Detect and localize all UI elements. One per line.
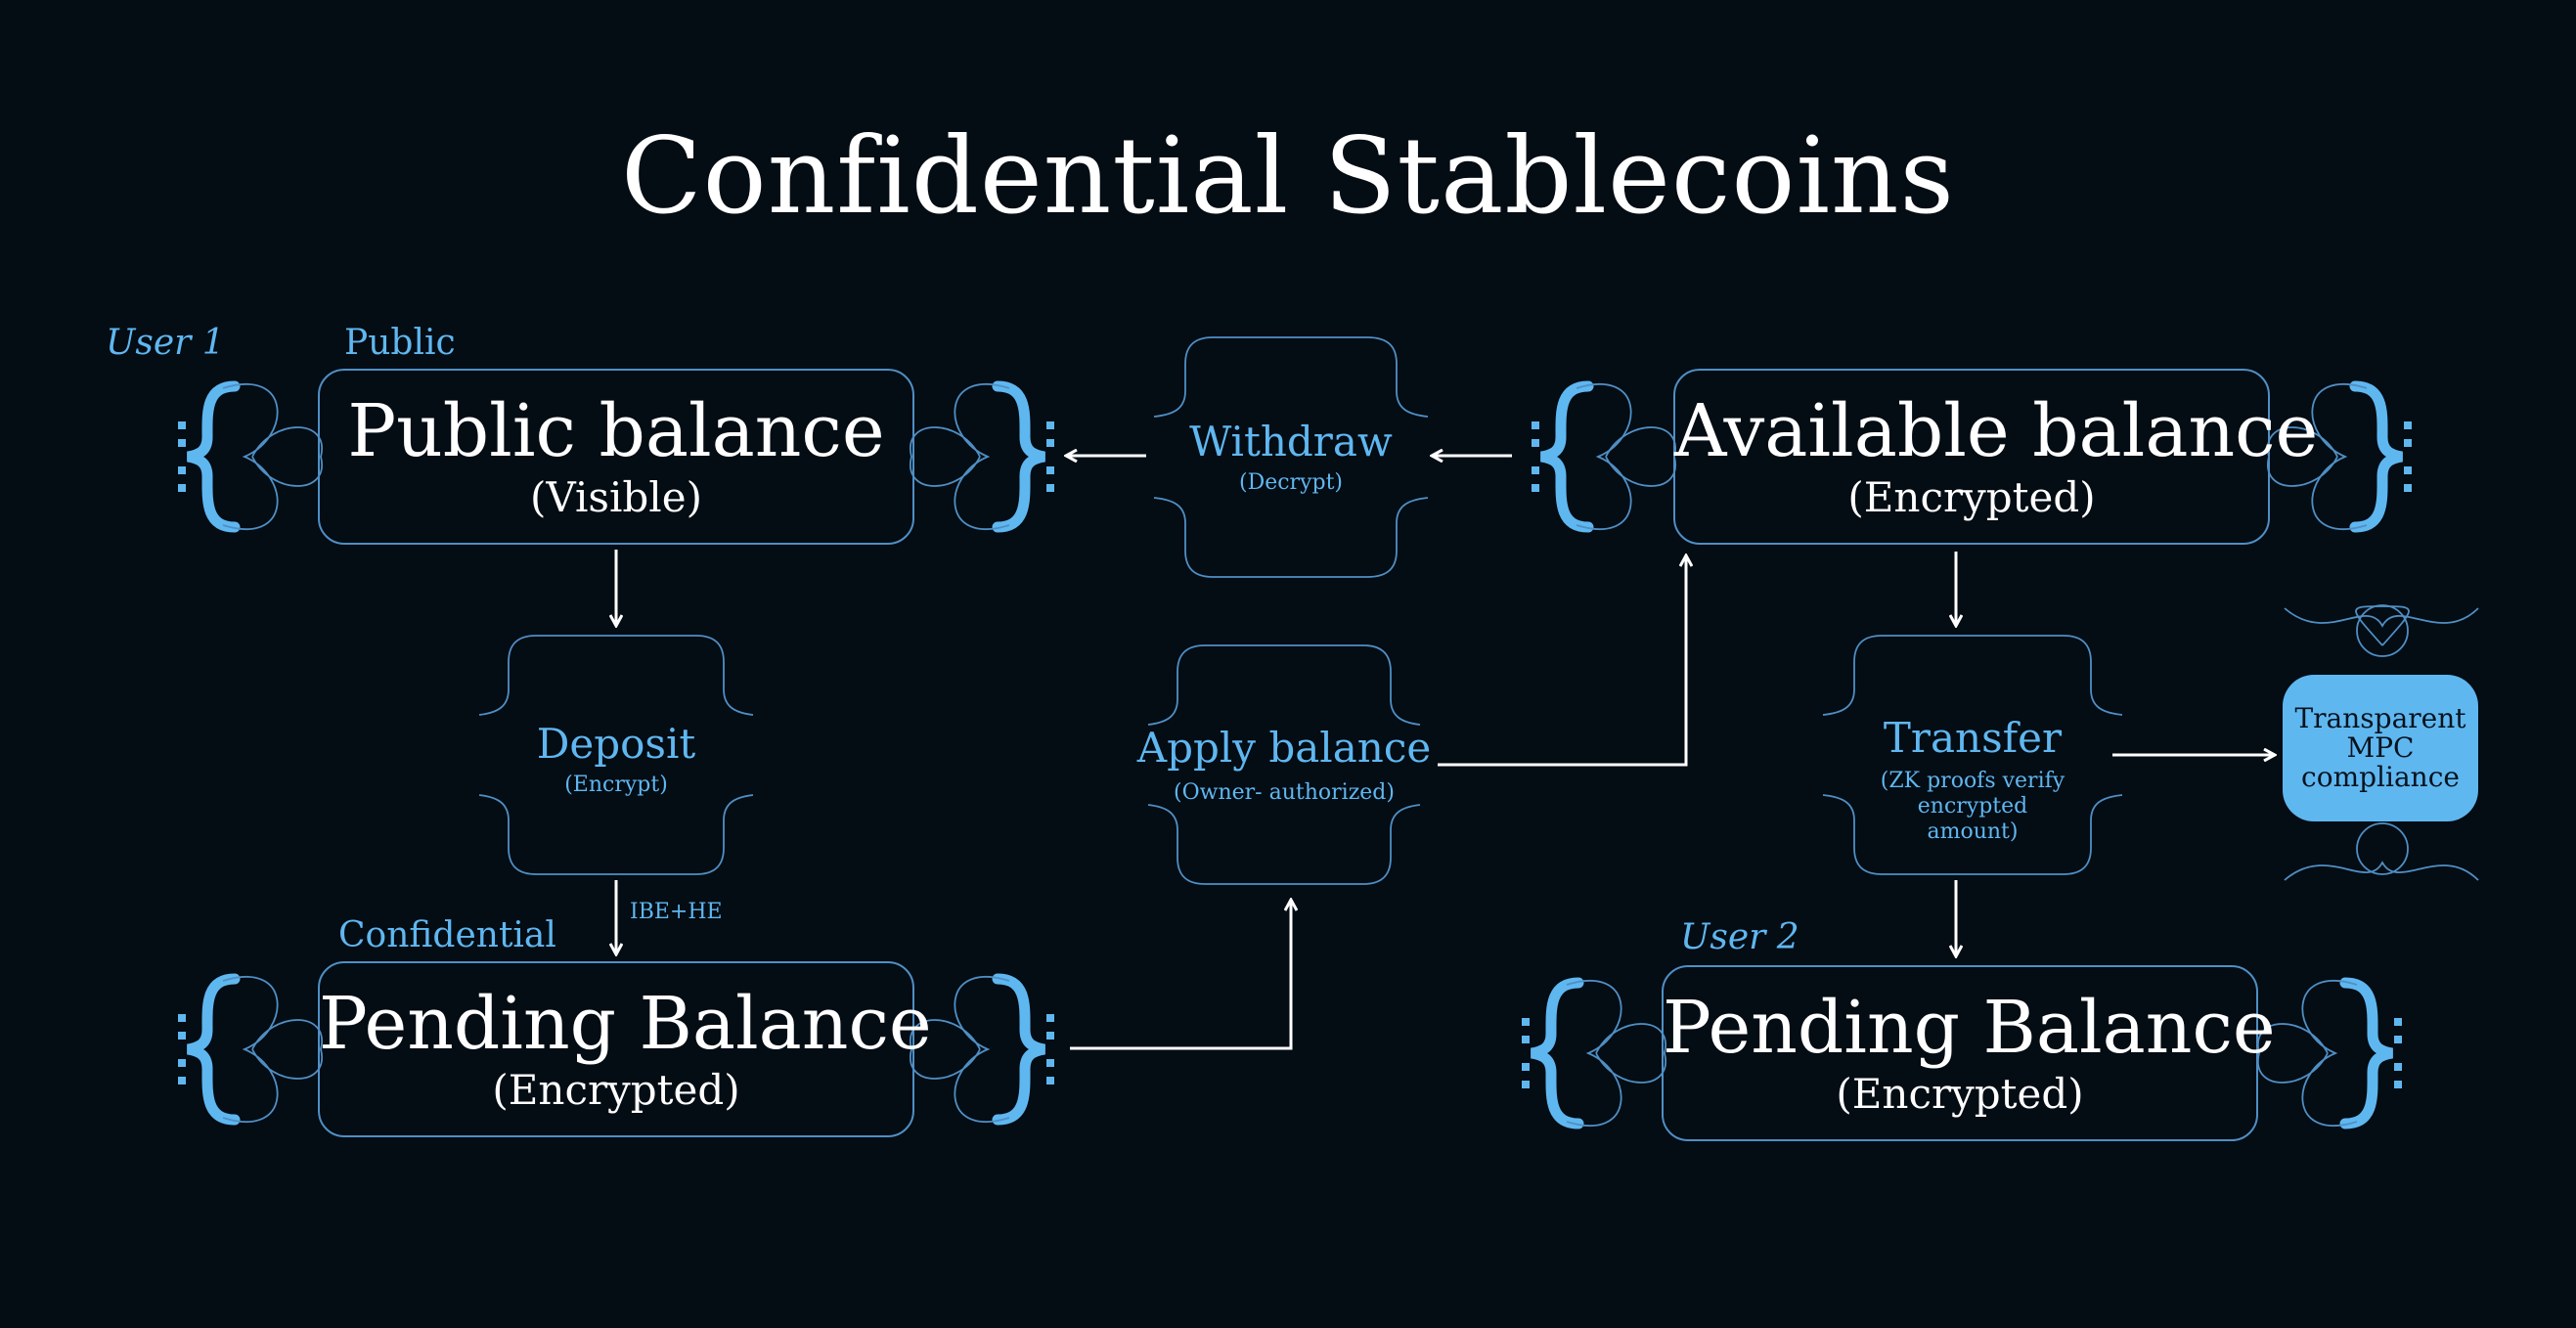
transfer-frame [1822,635,2123,875]
brace-ornament-left-pending2 [1522,981,1666,1126]
pending-balance-user2-box [1662,965,2258,1141]
brace-ornament-left-public [178,384,322,529]
brace-ornament-left-available [1532,384,1675,529]
transfer-node: Transfer (ZK proofs verify encrypted amo… [1823,636,2122,874]
pending-balance-user1-node: Pending Balance (Encrypted) [319,962,932,1136]
transfer-title: Transfer [1883,714,2063,762]
deposit-frame [478,635,754,875]
withdraw-subtitle: (Decrypt) [1238,470,1343,495]
brace-ornament-right-pending1 [910,977,1054,1122]
compliance-node: Transparent MPC compliance [2283,675,2478,821]
withdraw-title: Withdraw [1189,418,1393,465]
apply-balance-node: Apply balance (Owner- authorized) [1125,645,1443,884]
brace-ornament-left-pending1 [178,977,322,1122]
user2-label: User 2 [1680,917,1799,957]
arrow-apply-to-available [1438,555,1686,767]
brace-ornament-right-public [910,384,1054,529]
apply-balance-frame [1147,644,1421,885]
pending-balance-user2-node: Pending Balance (Encrypted) [1663,966,2276,1140]
withdraw-node: Withdraw (Decrypt) [1154,337,1428,577]
diagram-title: Confidential Stablecoins [621,115,1955,238]
public-balance-node: Public balance (Visible) [319,370,913,544]
public-label: Public [344,323,456,363]
apply-balance-title: Apply balance [1136,724,1432,772]
public-balance-box [318,369,914,545]
available-balance-node: Available balance (Encrypted) [1674,370,2319,544]
arrow-pending-to-apply [1070,900,1291,1050]
withdraw-frame [1153,336,1429,578]
apply-balance-subtitle: (Owner- authorized) [1174,780,1395,805]
compliance-ornament [2284,604,2479,881]
confidential-label: Confidential [338,915,556,955]
pending-balance-user2-title: Pending Balance [1663,986,2276,1070]
pending-balance-user2-subtitle: (Encrypted) [1836,1070,2084,1118]
deposit-node: Deposit (Encrypt) [479,636,753,874]
transfer-subtitle: (ZK proofs verify encrypted amount) [1880,769,2065,844]
ibe-he-label: IBE+HE [630,900,723,924]
public-balance-subtitle: (Visible) [530,473,702,521]
pending-balance-user1-subtitle: (Encrypted) [492,1066,740,1114]
pending-balance-user1-box [318,961,914,1137]
compliance-box [2283,675,2478,821]
deposit-subtitle: (Encrypt) [564,773,668,797]
brace-ornament-right-pending2 [2258,981,2402,1126]
available-balance-title: Available balance [1674,389,2319,473]
available-balance-subtitle: (Encrypted) [1847,473,2096,521]
deposit-title: Deposit [536,720,696,768]
compliance-label: Transparent MPC compliance [2294,702,2466,793]
user1-label: User 1 [106,323,225,363]
pending-balance-user1-title: Pending Balance [319,982,932,1066]
public-balance-title: Public balance [347,389,885,473]
